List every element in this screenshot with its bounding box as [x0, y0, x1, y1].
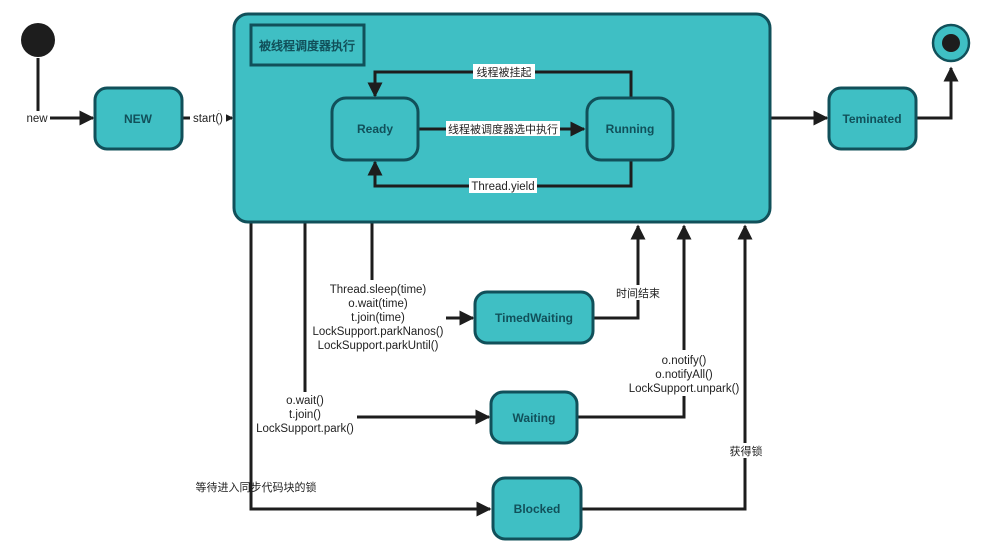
label-bg-yield	[469, 178, 537, 193]
state-timedwaiting-label: TimedWaiting	[495, 311, 573, 325]
label-bg-suspended	[473, 64, 535, 79]
label-bg-scheduled	[446, 121, 560, 136]
state-terminated[interactable]	[827, 86, 918, 151]
container-title: 被线程调度器执行	[259, 38, 355, 53]
notify-call: o.notify()	[662, 355, 707, 367]
wait-call: t.join()	[289, 409, 321, 421]
timed-wait-call: LockSupport.parkUntil()	[318, 340, 439, 352]
state-new-label: NEW	[124, 112, 153, 126]
edge-to-blocked	[249, 222, 492, 517]
state-waiting[interactable]	[489, 390, 579, 445]
state-timedwaiting[interactable]	[473, 290, 595, 345]
timed-wait-call: LockSupport.parkNanos()	[312, 326, 443, 338]
wait-call: o.wait()	[286, 395, 324, 407]
label-new: new	[26, 113, 48, 125]
state-waiting-label: Waiting	[513, 411, 556, 425]
state-ready[interactable]	[330, 96, 420, 162]
label-yield: Thread.yield	[471, 181, 534, 193]
label-bg-start	[190, 111, 226, 125]
timed-wait-call: Thread.sleep(time)	[330, 284, 427, 296]
state-ready-label: Ready	[357, 122, 393, 136]
wait-call: LockSupport.park()	[256, 423, 354, 435]
state-blocked-label: Blocked	[514, 502, 561, 516]
label-wait-calls: o.wait() t.join() LockSupport.park()	[256, 395, 354, 435]
label-start: start()	[193, 113, 223, 125]
state-running-label: Running	[606, 122, 655, 136]
edge-initial-to-new	[36, 58, 95, 126]
initial-state-dot	[21, 23, 55, 57]
notify-call: LockSupport.unpark()	[629, 383, 740, 395]
label-timed-wait-calls: Thread.sleep(time) o.wait(time) t.join(t…	[312, 284, 443, 352]
edge-blocked-to-runnable	[581, 224, 753, 511]
edge-timedwaiting-to-runnable	[593, 224, 646, 320]
label-bg-new	[24, 111, 50, 125]
label-bg-time-up	[614, 285, 662, 300]
state-running[interactable]	[585, 96, 675, 162]
state-new[interactable]	[93, 86, 184, 151]
timed-wait-call: o.wait(time)	[348, 298, 408, 310]
final-state-inner	[942, 34, 960, 52]
label-scheduled: 线程被调度器选中执行	[448, 122, 558, 136]
container-title-box	[249, 23, 366, 67]
state-blocked[interactable]	[491, 476, 583, 541]
state-terminated-label: Teminated	[842, 112, 901, 126]
label-notify-calls: o.notify() o.notifyAll() LockSupport.unp…	[629, 355, 740, 395]
label-bg-acquire-lock	[728, 443, 764, 458]
timed-wait-call: t.join(time)	[351, 312, 405, 324]
label-wait-sync-lock: 等待进入同步代码块的锁	[196, 480, 317, 494]
label-acquire-lock: 获得锁	[730, 444, 763, 458]
label-time-up: 时间结束	[616, 287, 660, 300]
label-suspended: 线程被挂起	[477, 65, 532, 79]
edge-waiting-to-runnable	[578, 396, 686, 419]
notify-call: o.notifyAll()	[655, 369, 713, 381]
edge-terminated-to-final	[915, 66, 959, 120]
